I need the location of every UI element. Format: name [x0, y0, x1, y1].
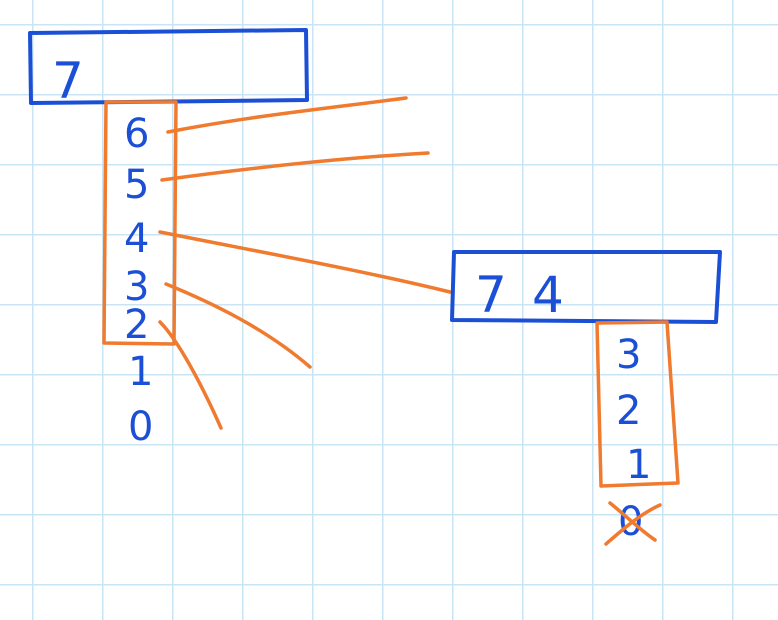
- left-digit-5: 5: [124, 162, 149, 208]
- left-orange-bracket: [102, 100, 178, 346]
- right-header-number-4: 4: [532, 266, 564, 324]
- left-header-number: 7: [52, 52, 84, 110]
- left-digit-0: 0: [128, 404, 153, 450]
- connector-4: [158, 230, 452, 294]
- cross-out-mark: [604, 501, 662, 546]
- connector-2: [158, 320, 223, 430]
- right-digit-3: 3: [616, 332, 641, 378]
- left-digit-3: 3: [124, 264, 149, 310]
- left-digit-1: 1: [128, 349, 153, 395]
- connector-5: [160, 151, 430, 182]
- right-digit-2: 2: [616, 388, 641, 434]
- left-digit-2: 2: [124, 302, 149, 348]
- right-header-number-7: 7: [475, 266, 507, 324]
- left-digit-6: 6: [124, 111, 149, 157]
- left-digit-4: 4: [124, 216, 149, 262]
- connector-3: [164, 282, 312, 369]
- right-orange-bracket: [595, 320, 680, 488]
- right-header-box: [450, 250, 722, 324]
- connector-6: [166, 96, 408, 134]
- left-header-box: [28, 28, 309, 105]
- right-digit-1: 1: [626, 442, 651, 488]
